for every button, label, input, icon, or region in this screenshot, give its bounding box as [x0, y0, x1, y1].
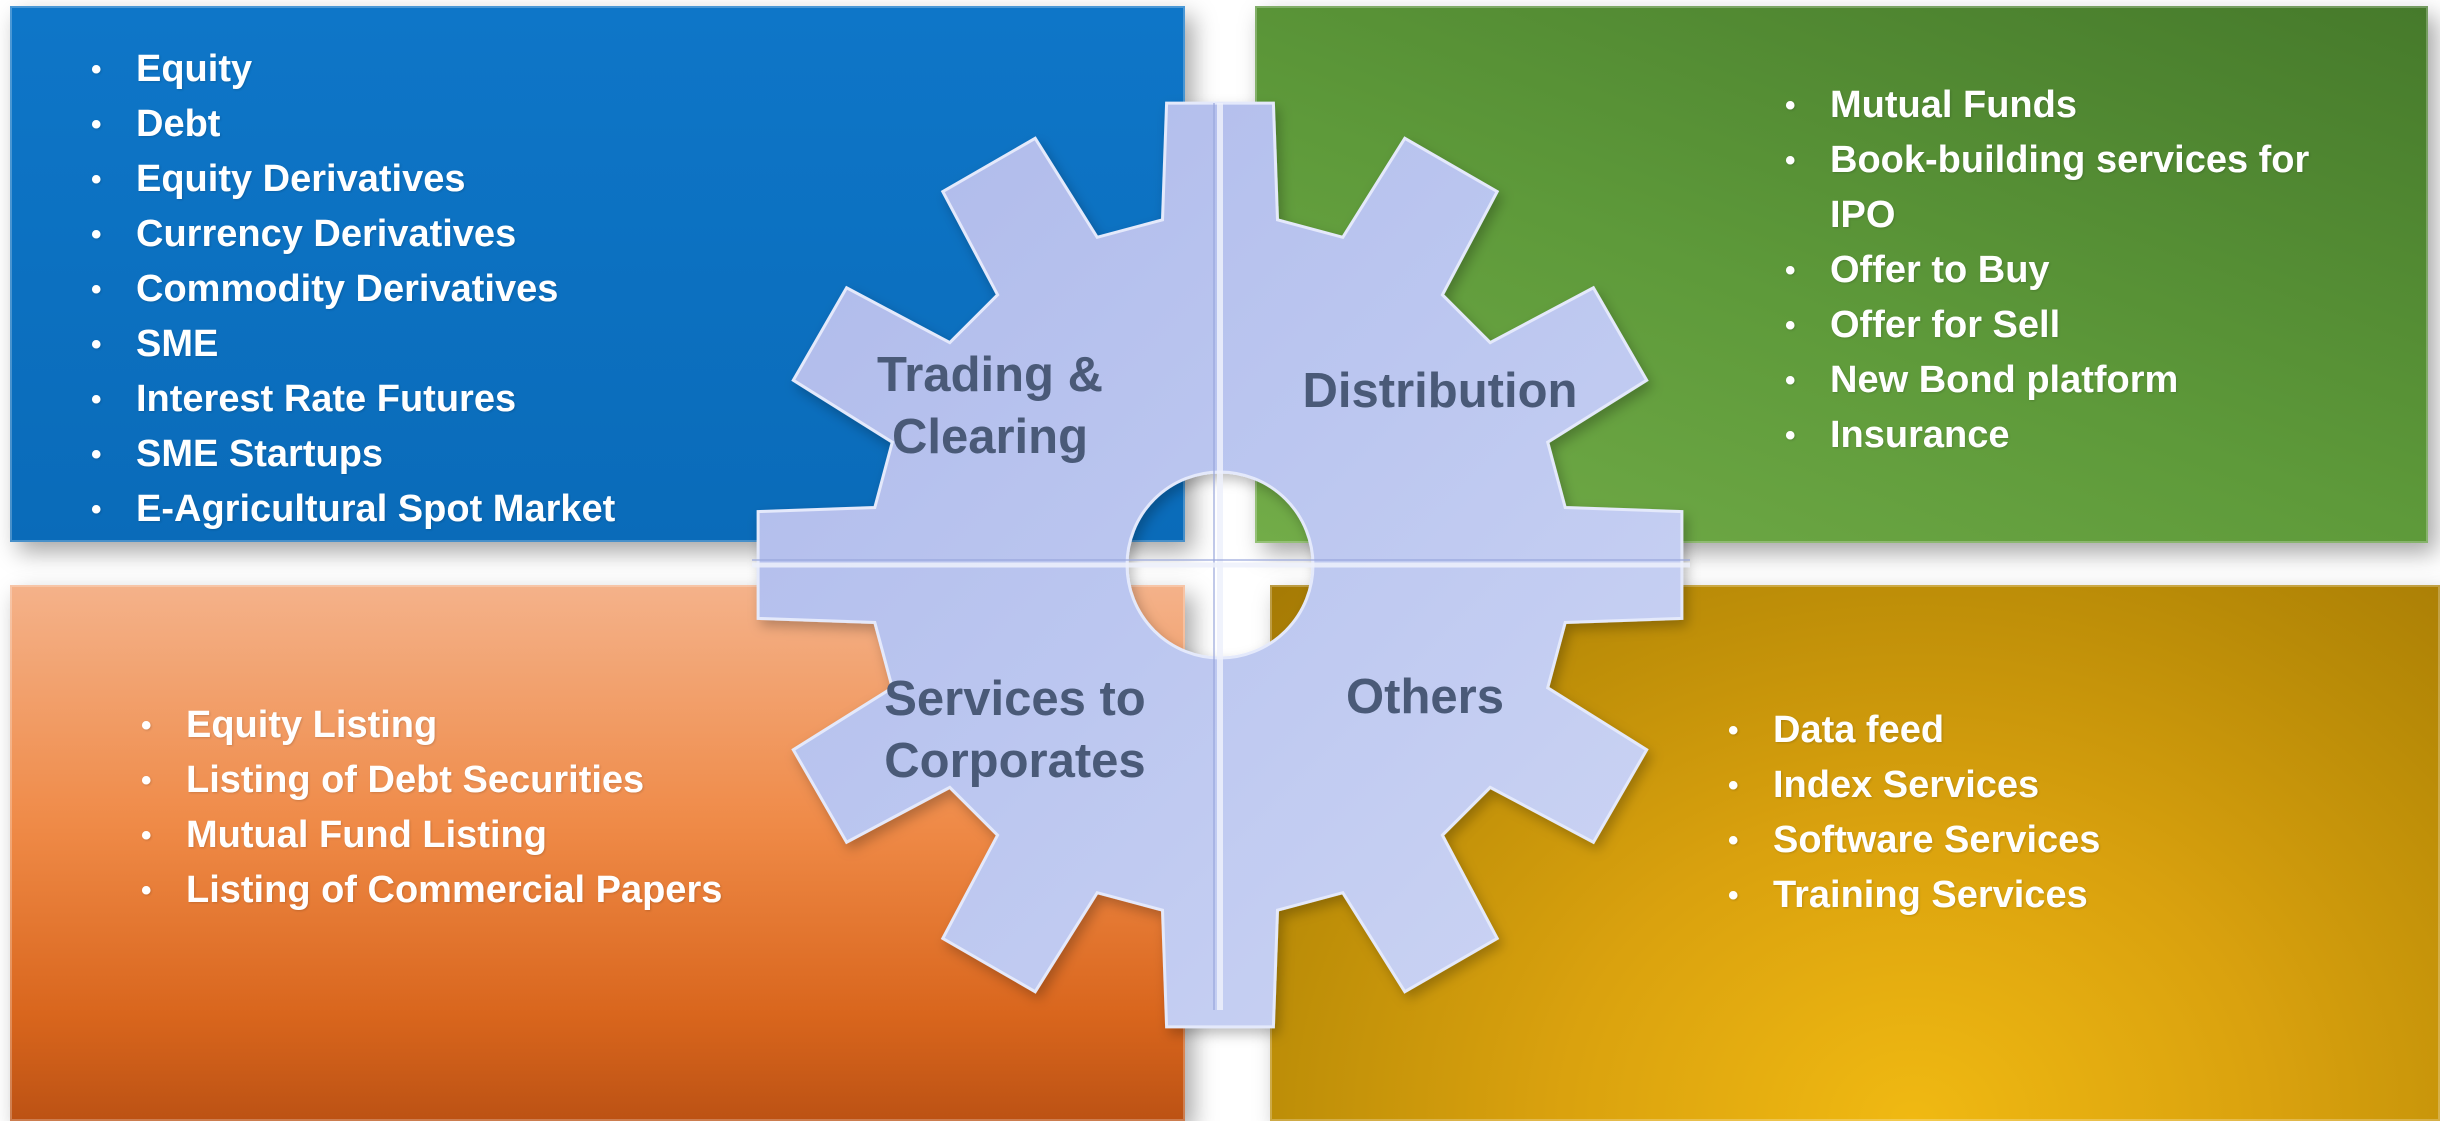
bullet-icon: •	[91, 108, 102, 141]
gear-label-services-to-corporates: Services to Corporates	[884, 672, 1146, 788]
list-item: •SME	[88, 317, 615, 372]
bullet-icon: •	[91, 53, 102, 86]
list-item: •Listing of Debt Securities	[138, 753, 722, 808]
list-item: •Offer for Sell	[1782, 298, 2342, 353]
list-item: •Interest Rate Futures	[88, 372, 615, 427]
bullet-icon: •	[91, 218, 102, 251]
bullet-icon: •	[1728, 879, 1739, 912]
list-item: •Offer to Buy	[1782, 243, 2342, 298]
bullet-icon: •	[1785, 419, 1796, 452]
bullet-icon: •	[1728, 714, 1739, 747]
list-item: •E-Agricultural Spot Market	[88, 482, 615, 537]
distribution-list: •Mutual Funds •Book-building services fo…	[1782, 78, 2342, 463]
bullet-icon: •	[1785, 309, 1796, 342]
bullet-icon: •	[1785, 89, 1796, 122]
trading-clearing-list: •Equity •Debt •Equity Derivatives •Curre…	[88, 42, 615, 537]
others-list: •Data feed •Index Services •Software Ser…	[1725, 703, 2100, 923]
list-item: •Mutual Funds	[1782, 78, 2342, 133]
list-item: •Listing of Commercial Papers	[138, 863, 722, 918]
list-item: •Currency Derivatives	[88, 207, 615, 262]
list-item: •Equity	[88, 42, 615, 97]
gear-label-trading-clearing: Trading & Clearing	[877, 348, 1103, 464]
bullet-icon: •	[91, 438, 102, 471]
bullet-icon: •	[141, 819, 152, 852]
bullet-icon: •	[141, 874, 152, 907]
list-item: •Equity Derivatives	[88, 152, 615, 207]
bullet-icon: •	[1728, 769, 1739, 802]
gear-label-others: Others	[1346, 670, 1504, 724]
bullet-icon: •	[91, 163, 102, 196]
list-item: •Insurance	[1782, 408, 2342, 463]
bullet-icon: •	[1728, 824, 1739, 857]
services-to-corporates-list: •Equity Listing •Listing of Debt Securit…	[138, 698, 722, 918]
gear-label-distribution: Distribution	[1302, 364, 1578, 418]
bullet-icon: •	[91, 383, 102, 416]
bullet-icon: •	[91, 328, 102, 361]
list-item: •Training Services	[1725, 868, 2100, 923]
list-item: •Equity Listing	[138, 698, 722, 753]
bullet-icon: •	[1785, 144, 1796, 177]
list-item: •Commodity Derivatives	[88, 262, 615, 317]
list-item: •Debt	[88, 97, 615, 152]
bullet-icon: •	[141, 764, 152, 797]
list-item: •New Bond platform	[1782, 353, 2342, 408]
bullet-icon: •	[1785, 254, 1796, 287]
list-item: •Book-building services for IPO	[1782, 133, 2342, 243]
bullet-icon: •	[141, 709, 152, 742]
list-item: •Data feed	[1725, 703, 2100, 758]
bullet-icon: •	[1785, 364, 1796, 397]
list-item: •Software Services	[1725, 813, 2100, 868]
bullet-icon: •	[91, 273, 102, 306]
list-item: •Mutual Fund Listing	[138, 808, 722, 863]
bullet-icon: •	[91, 493, 102, 526]
list-item: •Index Services	[1725, 758, 2100, 813]
list-item: •SME Startups	[88, 427, 615, 482]
